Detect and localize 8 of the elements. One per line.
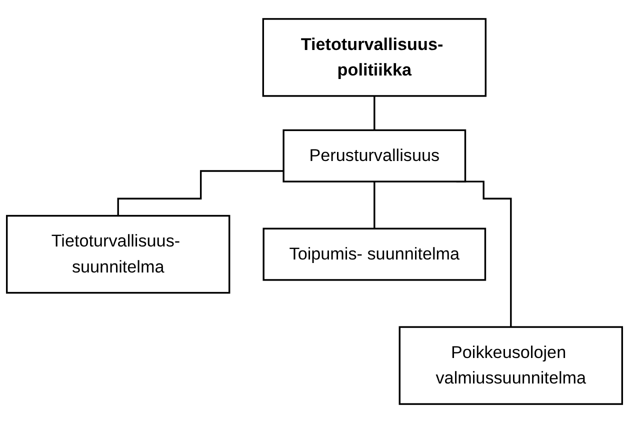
node-box: Toipumis- suunnitelma xyxy=(262,228,486,281)
node-box: Tietoturvallisuus- suunnitelma xyxy=(6,214,230,294)
node-box: Poikkeusolojen valmiussuunnitelma xyxy=(398,326,623,405)
connector xyxy=(374,180,376,230)
connector xyxy=(374,95,376,132)
node-box: Perusturvallisuus xyxy=(282,129,466,182)
connector xyxy=(117,170,284,217)
node-box: Tietoturvallisuus- politiikka xyxy=(262,18,487,97)
